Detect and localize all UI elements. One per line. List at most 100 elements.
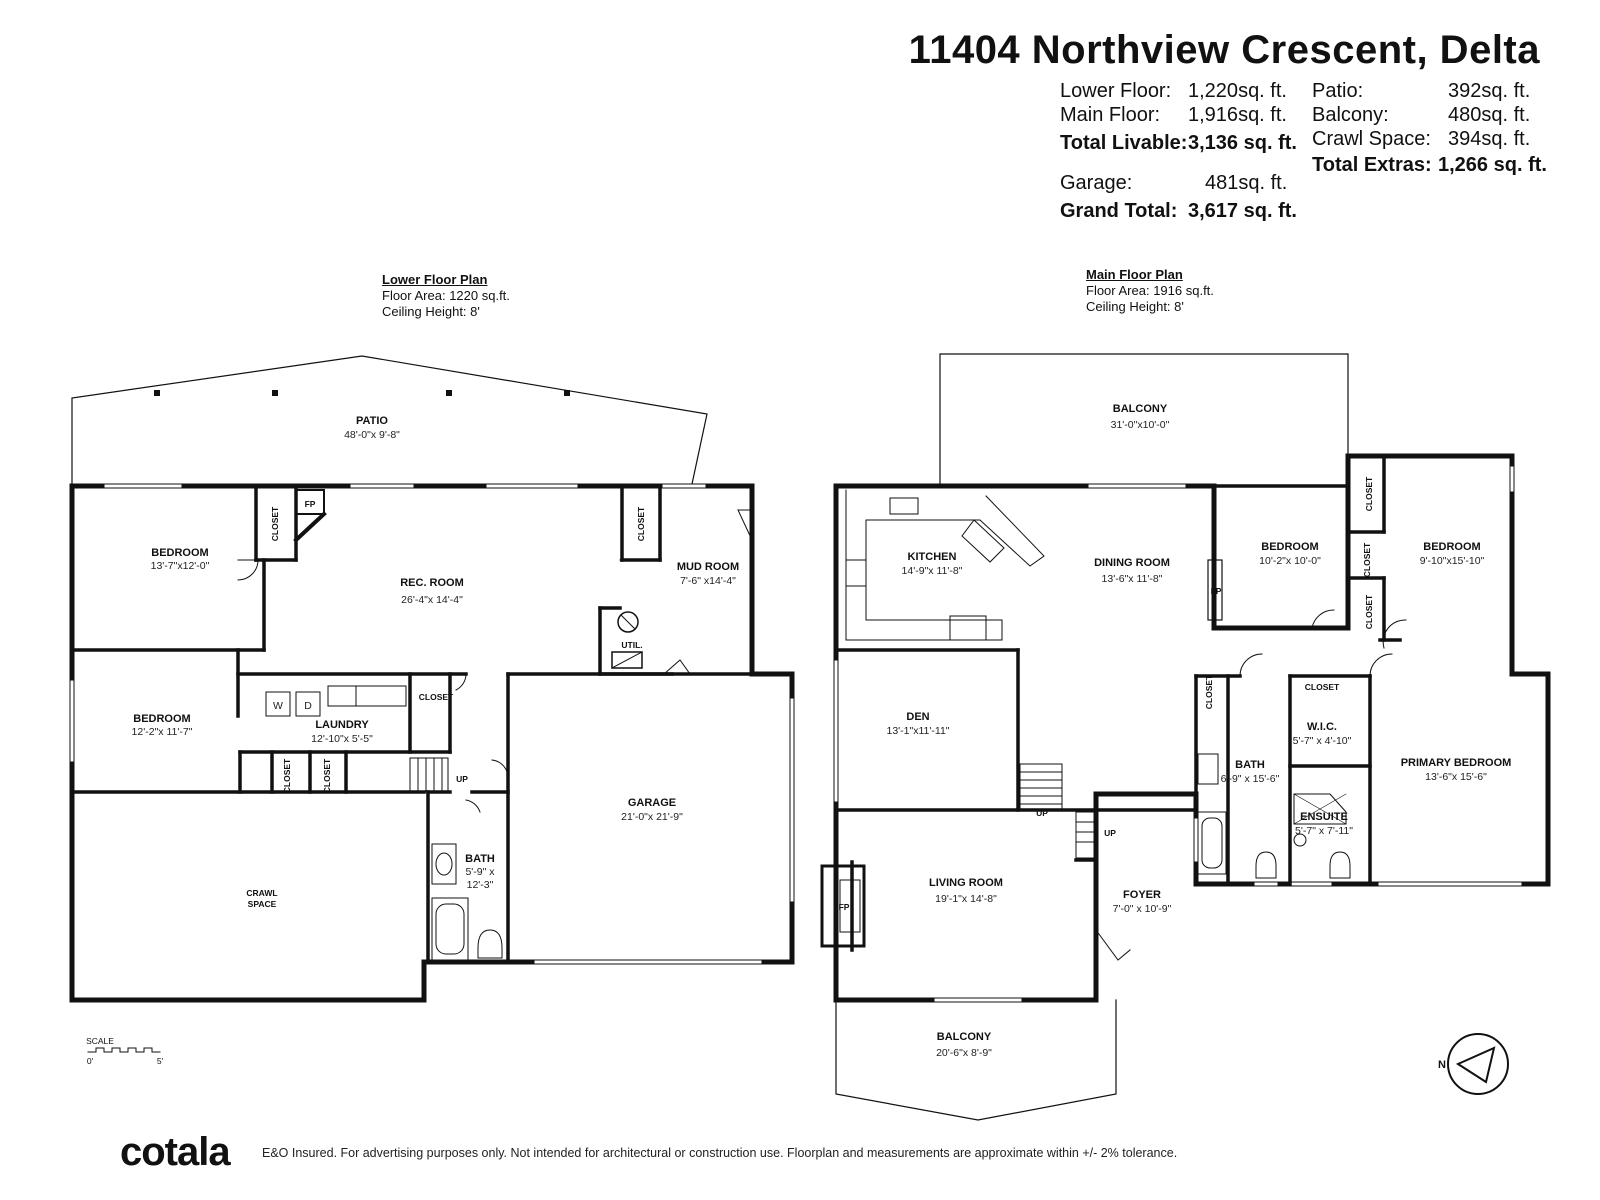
stat-value: 1,220 bbox=[1188, 80, 1239, 102]
stat-total-livable: Total Livable: bbox=[1060, 132, 1187, 155]
lower-plan-heading-block: Lower Floor Plan Floor Area: 1220 sq.ft.… bbox=[382, 272, 510, 320]
den-name: DEN bbox=[906, 711, 929, 723]
stat-unit: sq. ft. bbox=[1493, 154, 1547, 176]
stat-total-extras: Total Extras: bbox=[1312, 154, 1432, 177]
main-windows bbox=[834, 466, 1522, 1002]
stat-label: Crawl Space: bbox=[1312, 128, 1431, 150]
lower-mud-room-dim: 7'-6" x14'-4" bbox=[680, 575, 736, 587]
main-bathtub bbox=[1197, 811, 1227, 875]
stat-value: 392 bbox=[1448, 80, 1482, 102]
stat-label: Grand Total: bbox=[1060, 200, 1178, 222]
stat-unit: sq. ft. bbox=[1481, 80, 1531, 102]
main-interior-walls bbox=[834, 454, 1402, 952]
dining-name: DINING ROOM bbox=[1094, 557, 1170, 569]
dryer bbox=[295, 691, 321, 717]
stat-label: Total Extras: bbox=[1312, 154, 1432, 176]
main-balcony-top-outline bbox=[939, 353, 1349, 487]
lower-bedroom1-dim: 13'-7"x12'-0" bbox=[151, 560, 210, 572]
ensuite-name: ENSUITE bbox=[1300, 811, 1348, 823]
stat-value: 1,916 bbox=[1188, 104, 1239, 126]
stat-garage: Garage: bbox=[1060, 172, 1132, 195]
compass-n-label: N bbox=[1438, 1059, 1446, 1071]
dining-fireplace bbox=[1207, 559, 1223, 621]
ensuite-shower bbox=[1293, 793, 1347, 825]
main-plan-heading-block: Main Floor Plan Floor Area: 1916 sq.ft. … bbox=[1086, 267, 1214, 315]
stat-label: Total Livable: bbox=[1060, 132, 1188, 154]
foyer-dim: 7'-0" x 10'-9" bbox=[1113, 903, 1172, 915]
stat-crawl-space-value: 394sq. ft. bbox=[1448, 128, 1530, 151]
stat-unit: sq. ft. bbox=[1238, 80, 1287, 102]
lower-doors bbox=[237, 509, 753, 813]
stat-label: Lower Floor: bbox=[1060, 80, 1172, 102]
living-fp-label: FP bbox=[839, 902, 850, 912]
main-closet-4: CLOSET bbox=[1204, 674, 1214, 709]
lower-crawl-name1: CRAWL bbox=[246, 888, 277, 898]
stat-value: 1,266 bbox=[1438, 154, 1489, 176]
stat-lower-floor-value: 1,220sq. ft. bbox=[1188, 80, 1287, 103]
primary-bedroom-dim: 13'-6"x 15'-6" bbox=[1425, 771, 1487, 783]
stat-value: 394 bbox=[1448, 128, 1482, 150]
washer bbox=[265, 691, 291, 717]
scale-start: 0' bbox=[87, 1056, 94, 1066]
primary-bedroom-name: PRIMARY BEDROOM bbox=[1401, 757, 1512, 769]
wic-dim: 5'-7" x 4'-10" bbox=[1293, 735, 1352, 747]
laundry-counter bbox=[355, 685, 407, 707]
kitchen-dim: 14'-9"x 11'-8" bbox=[902, 565, 963, 577]
stat-label: Patio: bbox=[1312, 80, 1364, 102]
stat-value: 3,136 bbox=[1188, 132, 1239, 154]
main-bedroom2-name: BEDROOM bbox=[1423, 541, 1480, 553]
main-bedroom2-dim: 9'-10"x15'-10" bbox=[1420, 555, 1485, 567]
dining-dim: 13'-6"x 11'-8" bbox=[1102, 573, 1163, 585]
main-plan-area: Floor Area: 1916 sq.ft. bbox=[1086, 283, 1214, 298]
lower-bathtub bbox=[431, 897, 469, 961]
living-fireplace bbox=[820, 864, 866, 948]
brand-logo: cotala bbox=[120, 1130, 231, 1174]
stat-garage-value: 481sq. ft. bbox=[1205, 172, 1287, 195]
patio-posts bbox=[154, 390, 570, 396]
stat-grand-total-value: 3,617 sq. ft. bbox=[1188, 200, 1297, 223]
main-up-label-2: UP bbox=[1104, 828, 1116, 838]
lower-closet-1: CLOSET bbox=[270, 506, 280, 541]
lower-fp-label: FP bbox=[305, 499, 316, 509]
main-closet-1: CLOSET bbox=[1364, 476, 1374, 511]
stat-crawl-space: Crawl Space: bbox=[1312, 128, 1431, 151]
scale-end: 5' bbox=[157, 1056, 164, 1066]
stat-total-extras-value: 1,266 sq. ft. bbox=[1438, 154, 1547, 177]
kitchen-counters bbox=[845, 489, 1045, 641]
main-bath-dim: 6'-9" x 15'-6" bbox=[1221, 773, 1280, 785]
stat-main-floor: Main Floor: bbox=[1060, 104, 1160, 127]
util-heater bbox=[617, 611, 639, 633]
lower-bedroom2-name: BEDROOM bbox=[133, 713, 190, 725]
lower-bath-vanity bbox=[431, 843, 457, 885]
stat-balcony: Balcony: bbox=[1312, 104, 1389, 127]
stat-unit: sq. ft. bbox=[1481, 104, 1531, 126]
ensuite-dim: 5'-7" x 7'-11" bbox=[1295, 825, 1353, 837]
lower-rec-room-name: REC. ROOM bbox=[400, 577, 464, 589]
washer-label: W bbox=[273, 700, 283, 712]
lower-patio-name: PATIO bbox=[356, 415, 388, 427]
stat-value: 481 bbox=[1205, 172, 1239, 194]
stat-unit: sq. ft. bbox=[1238, 104, 1287, 126]
lower-plan-area: Floor Area: 1220 sq.ft. bbox=[382, 288, 510, 303]
scale-bar bbox=[87, 1047, 161, 1053]
lower-laundry-name: LAUNDRY bbox=[315, 719, 369, 731]
lower-up-label: UP bbox=[456, 774, 468, 784]
stat-unit: sq. ft. bbox=[1243, 200, 1297, 222]
kitchen-name: KITCHEN bbox=[908, 551, 957, 563]
stat-main-floor-value: 1,916sq. ft. bbox=[1188, 104, 1287, 127]
stat-value: 480 bbox=[1448, 104, 1482, 126]
main-closet-2: CLOSET bbox=[1362, 542, 1372, 577]
lower-closet-3: CLOSET bbox=[419, 692, 454, 702]
lower-util-label: UTIL. bbox=[621, 640, 642, 650]
stat-patio: Patio: bbox=[1312, 80, 1363, 103]
lower-laundry-dim: 12'-10"x 5'-5" bbox=[311, 733, 373, 745]
lower-closet-2: CLOSET bbox=[636, 506, 646, 541]
dryer-label: D bbox=[304, 700, 312, 712]
stat-unit: sq. ft. bbox=[1243, 132, 1297, 154]
stat-patio-value: 392sq. ft. bbox=[1448, 80, 1530, 103]
living-room-name: LIVING ROOM bbox=[929, 877, 1003, 889]
stat-label: Balcony: bbox=[1312, 104, 1389, 126]
main-closet-5: CLOSET bbox=[1305, 682, 1340, 692]
lower-bath-name: BATH bbox=[465, 853, 495, 865]
